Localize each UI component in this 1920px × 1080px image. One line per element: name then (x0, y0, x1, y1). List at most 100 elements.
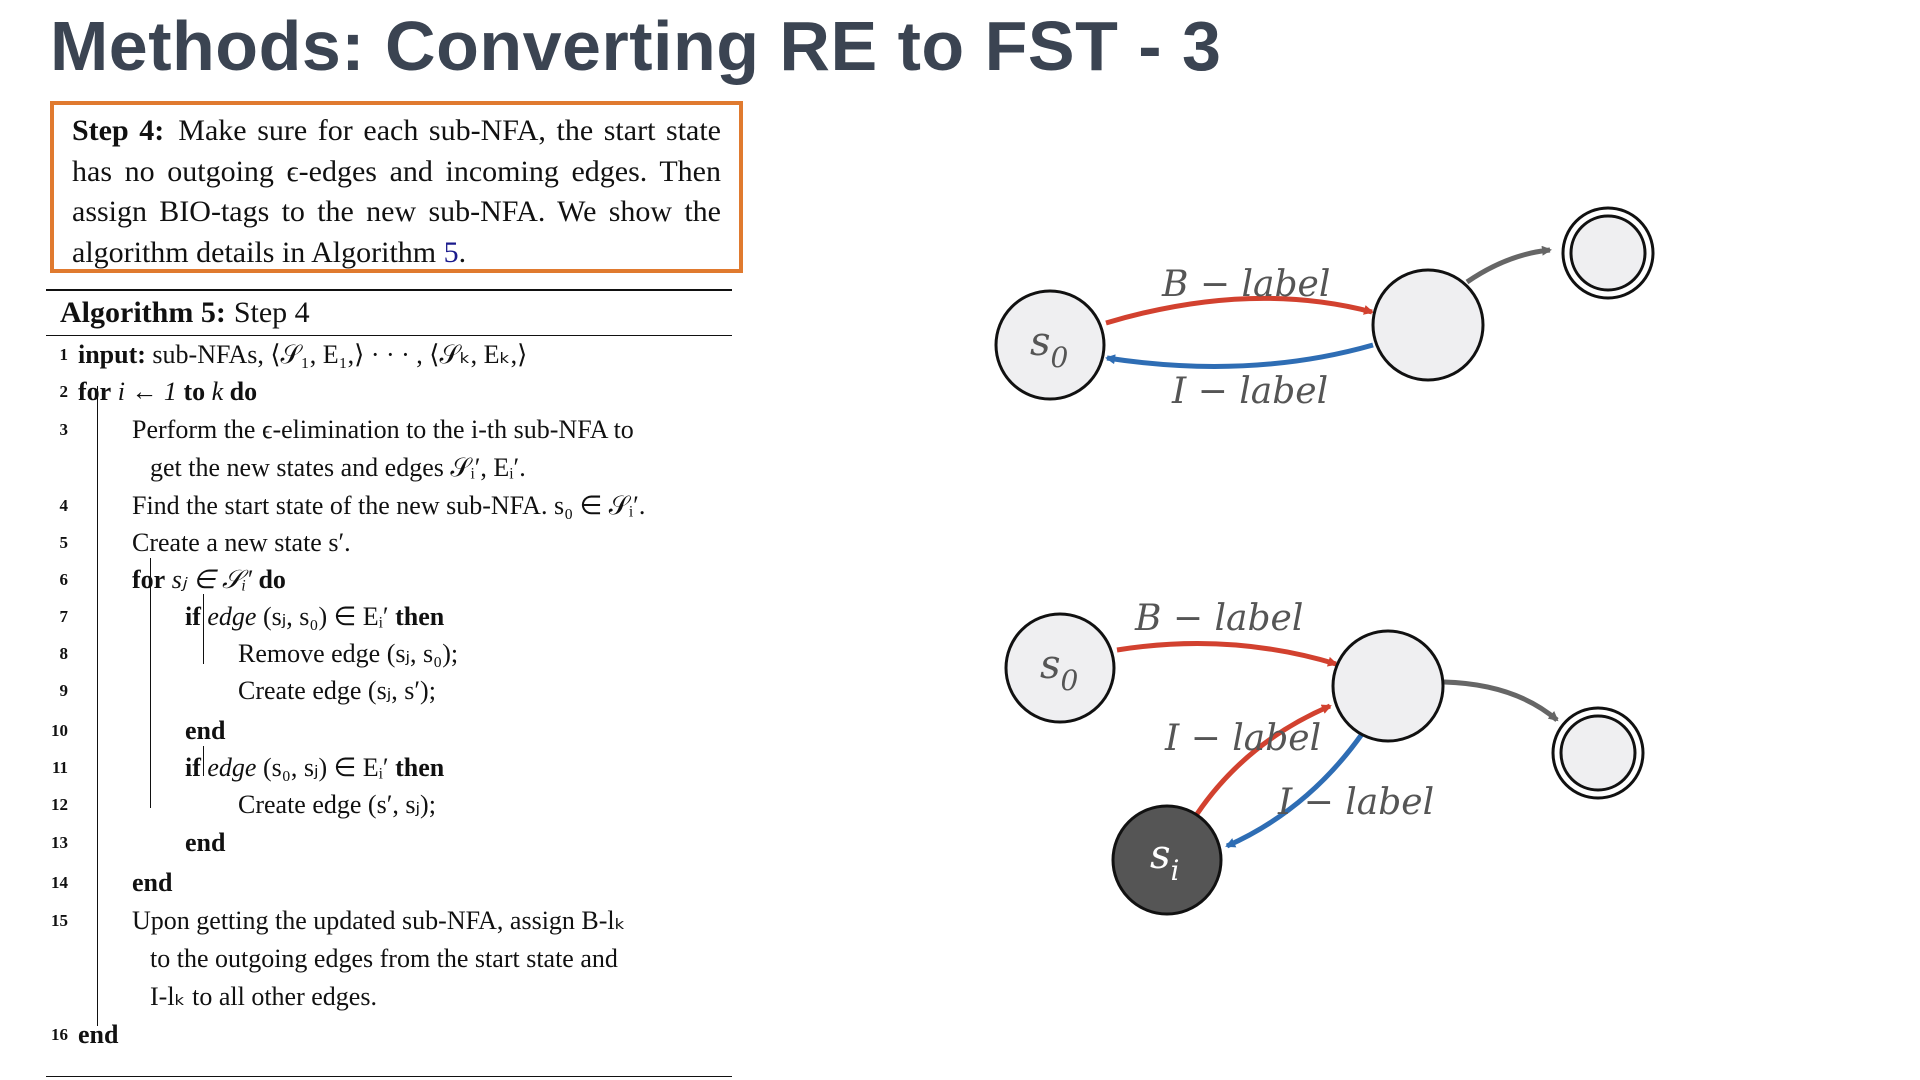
bottom-diagram: s0 si B − label I − label I − label (1004, 598, 1645, 916)
bottom-new-state-label: si (1150, 832, 1180, 887)
algorithm-line-continuation: I-lₖ to all other edges. (150, 982, 377, 1011)
line-text: sub-NFAs, ⟨𝒮₁, E₁,⟩ · · · , ⟨𝒮ₖ, Eₖ,⟩ (152, 340, 528, 369)
top-edge-final (1465, 245, 1552, 285)
bottom-label-i-in: I − label (1164, 718, 1321, 759)
algorithm-line: if edge (s₀, sⱼ) ∈ Eᵢ′ then (185, 749, 444, 787)
top-label-b: B − label (1161, 264, 1330, 305)
keyword: if (185, 602, 201, 631)
algorithm-line-continuation: to the outgoing edges from the start sta… (150, 944, 618, 973)
keyword: end (132, 868, 173, 897)
line-number: 7 (59, 607, 69, 626)
algorithm-caption-rule (46, 335, 732, 336)
top-edge-b (1105, 295, 1374, 326)
line-number: 14 (51, 873, 68, 892)
algorithm-line: Upon getting the updated sub-NFA, assign… (132, 906, 626, 935)
top-final-state-inner (1569, 214, 1647, 292)
keyword: if (185, 753, 201, 782)
line-number: 2 (59, 382, 69, 401)
algorithm-line: if edge (sⱼ, s₀) ∈ Eᵢ′ then (185, 598, 444, 636)
algorithm-line: Remove edge (sⱼ, s₀); (238, 639, 459, 668)
bottom-label-b: B − label (1134, 598, 1303, 639)
line-number: 15 (51, 911, 68, 930)
algorithm-line: end (185, 824, 225, 862)
line-number: 5 (59, 533, 69, 552)
algorithm-top-rule (46, 289, 732, 291)
top-diagram: s0 B − label I − label (994, 206, 1655, 412)
line-number: 12 (51, 795, 68, 814)
keyword: then (395, 602, 445, 631)
block-bar-for-i (97, 386, 98, 1026)
line-number: 6 (59, 570, 69, 589)
slide-title: Methods: Converting RE to FST - 3 (50, 7, 1222, 85)
algorithm-name: Step 4 (233, 296, 310, 329)
line-number: 16 (51, 1025, 68, 1044)
keyword: end (185, 828, 226, 857)
line-emphasis: edge (207, 753, 257, 782)
block-bar-if-2 (203, 746, 204, 776)
top-label-i: I − label (1171, 371, 1328, 412)
keyword: do (229, 377, 258, 406)
step-heading: Step 4: (72, 114, 165, 147)
step-line-2: state has no outgoing ϵ-edges and incomi… (72, 114, 721, 188)
top-start-state-label: s0 (1030, 319, 1068, 374)
algorithm-label: Algorithm 5: (60, 296, 226, 329)
algorithm-line: end (78, 1016, 118, 1054)
bottom-middle-state (1331, 629, 1445, 743)
bottom-edge-i-in (1194, 703, 1332, 816)
line-text: (sⱼ, s₀) ∈ Eᵢ′ (262, 602, 389, 631)
step-line-1: Make sure for each sub-NFA, the start (178, 114, 656, 147)
algorithm-line: Create edge (sⱼ, s′); (238, 676, 436, 705)
keyword: for (132, 565, 166, 594)
algorithm-bottom-rule (46, 1076, 732, 1077)
line-text: (s₀, sⱼ) ∈ Eᵢ′ (262, 753, 389, 782)
bottom-final-state-inner (1559, 714, 1637, 792)
bottom-edge-b (1116, 641, 1338, 667)
algorithm-link[interactable]: 5 (443, 235, 459, 269)
block-bar-if-1 (203, 594, 204, 664)
line-text: k (211, 377, 224, 406)
line-number: 3 (59, 420, 69, 439)
algorithm-line: Create a new state s′. (132, 528, 351, 557)
bottom-start-state (1004, 612, 1116, 724)
line-number: 4 (59, 496, 69, 515)
top-edge-i (1105, 342, 1374, 369)
top-start-state (994, 289, 1106, 401)
bottom-start-state-label: s0 (1040, 642, 1078, 697)
step-end: . (458, 235, 467, 269)
keyword: do (258, 565, 286, 594)
algorithm-line: Perform the ϵ-elimination to the i-th su… (132, 415, 634, 444)
algorithm-line: for sⱼ ∈ 𝒮ᵢ′ do (132, 561, 286, 599)
algorithm-line: input: sub-NFAs, ⟨𝒮₁, E₁,⟩ · · · , ⟨𝒮ₖ, … (78, 336, 527, 374)
bottom-edge-i-out (1225, 732, 1365, 849)
bottom-label-i-out: I − label (1277, 782, 1434, 823)
algorithm-body: 1 input: sub-NFAs, ⟨𝒮₁, E₁,⟩ · · · , ⟨𝒮ₖ… (46, 336, 732, 1076)
line-text: i ← 1 (117, 377, 177, 406)
algorithm-line: end (132, 864, 172, 902)
keyword: to (183, 377, 206, 406)
step-4-box: Step 4: Make sure for each sub-NFA, the s… (50, 101, 743, 273)
algorithm-line: end (185, 712, 225, 750)
bottom-edge-final (1443, 679, 1559, 722)
line-emphasis: edge (207, 602, 257, 631)
algorithm-block: Algorithm 5:Step 4 1 input: sub-NFAs, ⟨𝒮… (46, 289, 732, 1077)
algorithm-caption: Algorithm 5:Step 4 (46, 291, 732, 335)
top-middle-state (1371, 268, 1485, 382)
algorithm-line: Create edge (s′, sⱼ); (238, 790, 436, 819)
keyword: end (185, 716, 226, 745)
algorithm-line: for i ← 1 to k do (78, 373, 257, 411)
block-bar-for-j (150, 558, 151, 808)
keyword: end (78, 1020, 119, 1049)
line-number: 10 (51, 721, 68, 740)
line-number: 11 (51, 758, 68, 777)
step-line-3: Then assign BIO-tags to the new sub-NFA.… (72, 154, 721, 229)
algorithm-line: Find the start state of the new sub-NFA.… (132, 491, 646, 520)
line-text: sⱼ ∈ 𝒮ᵢ′ (171, 565, 252, 594)
keyword: input: (78, 340, 146, 369)
algorithm-line-continuation: get the new states and edges 𝒮ᵢ′, Eᵢ′. (150, 453, 526, 482)
step-line-4: show the algorithm details in Algorithm (72, 195, 721, 269)
line-number: 8 (59, 644, 69, 663)
keyword: then (395, 753, 445, 782)
line-number: 1 (59, 345, 69, 364)
line-number: 9 (59, 681, 69, 700)
